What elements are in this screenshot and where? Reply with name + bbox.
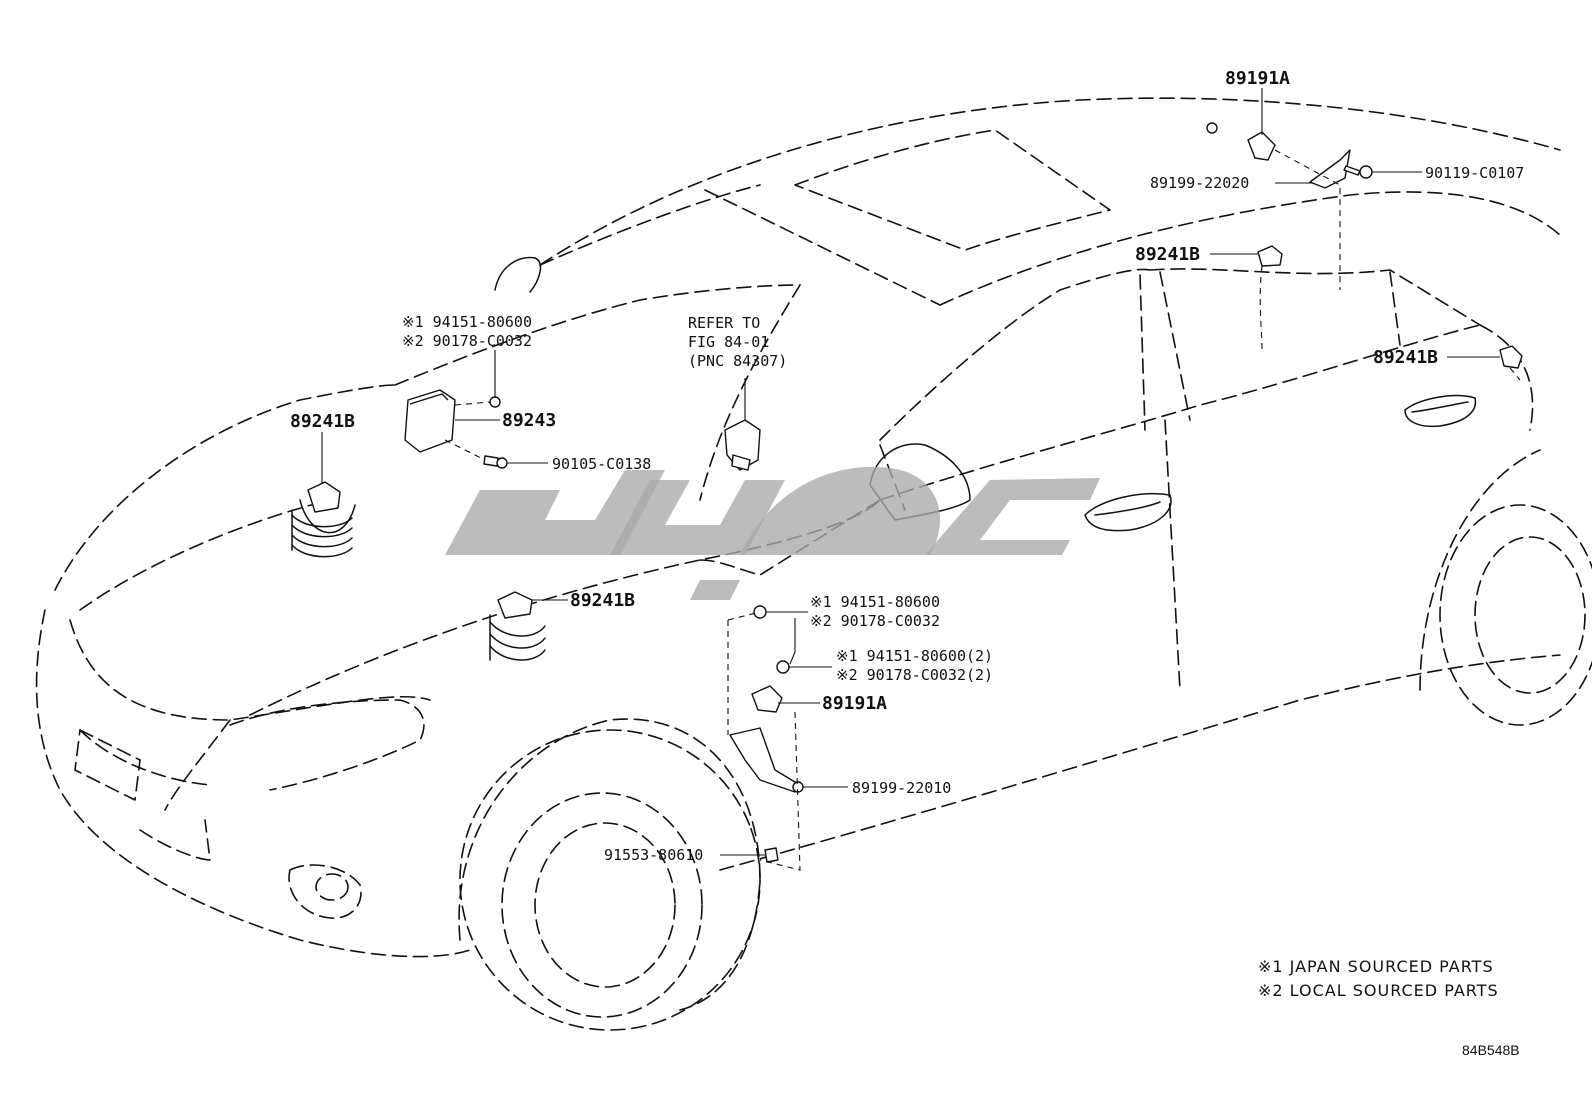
- ecu-part: [404, 389, 508, 469]
- label-roof-bracket: 89199-22020: [1150, 174, 1249, 192]
- label-refer-1: REFER TO: [688, 314, 760, 332]
- watermark-logo: [445, 466, 1100, 600]
- label-rear-door-sensor: 89241B: [1373, 347, 1438, 368]
- legend-notes: ※1 JAPAN SOURCED PARTS ※2 LOCAL SOURCED …: [1258, 957, 1499, 1000]
- roof-bracket-part: [1309, 149, 1373, 189]
- label-roof-bolt: 90119-C0107: [1425, 164, 1524, 182]
- part-labels: 89191A 89199-22020 90119-C0107 89241B 89…: [290, 68, 1524, 864]
- roof-sensor-part: [1206, 122, 1276, 161]
- note-japan-sourced: ※1 JAPAN SOURCED PARTS: [1258, 957, 1494, 976]
- label-ecu-nut-2: ※2 90178-C0032: [402, 332, 532, 350]
- label-door-nut-upper-2: ※2 90178-C0032: [810, 612, 940, 630]
- note-local-sourced: ※2 LOCAL SOURCED PARTS: [1258, 981, 1499, 1000]
- label-pillar-sensor: 89241B: [1135, 244, 1200, 265]
- hood-left-sensor-part: [291, 481, 356, 558]
- label-refer-3: (PNC 84307): [688, 352, 787, 370]
- leader-lines: [321, 88, 1521, 871]
- label-ecu-nut-1: ※1 94151-80600: [402, 313, 532, 331]
- car-outline: [35, 97, 1592, 1031]
- figure-code: 84B548B: [1462, 1042, 1520, 1058]
- label-door-bracket: 89199-22010: [852, 779, 951, 797]
- spiral-cable-part: [724, 419, 761, 471]
- label-roof-sensor: 89191A: [1225, 68, 1290, 89]
- label-fender-sensor: 89241B: [570, 590, 635, 611]
- label-hood-left-sensor: 89241B: [290, 411, 355, 432]
- label-ecu: 89243: [502, 410, 556, 431]
- pillar-sensor-part: [1257, 245, 1283, 267]
- rear-door-sensor-part: [1499, 345, 1523, 369]
- label-ecu-bolt: 90105-C0138: [552, 455, 651, 473]
- label-door-nut-lower-1: ※1 94151-80600(2): [836, 647, 993, 665]
- fender-sensor-part: [489, 591, 546, 661]
- label-door-nut-lower-2: ※2 90178-C0032(2): [836, 666, 993, 684]
- label-door-bolt: 91553-80610: [604, 846, 703, 864]
- door-sensor-part: [729, 605, 804, 863]
- label-refer-2: FIG 84-01: [688, 333, 769, 351]
- label-door-nut-upper-1: ※1 94151-80600: [810, 593, 940, 611]
- label-door-sensor: 89191A: [822, 693, 887, 714]
